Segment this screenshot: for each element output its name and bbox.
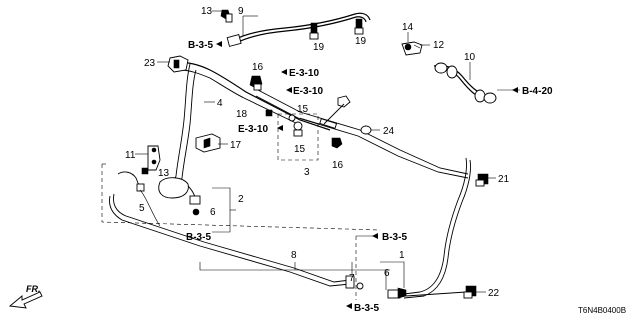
ref-b-3-5-bottom: B-3-5 bbox=[354, 303, 379, 314]
callout-13-top: 13 bbox=[201, 6, 213, 17]
callout-22: 22 bbox=[488, 288, 500, 299]
callout-8: 8 bbox=[291, 250, 297, 261]
hose-10 bbox=[433, 62, 497, 104]
callout-16-b: 16 bbox=[332, 160, 344, 171]
pipe-8 bbox=[109, 189, 351, 287]
direction-label: FR. bbox=[26, 284, 41, 294]
callout-6-b: 6 bbox=[384, 268, 390, 279]
callout-14: 14 bbox=[402, 22, 414, 33]
bracket-12-14 bbox=[401, 41, 423, 56]
pipe-center bbox=[255, 89, 469, 179]
bracket-16-a bbox=[249, 75, 263, 91]
reservoir-2 bbox=[158, 177, 201, 216]
callout-13-mid: 13 bbox=[158, 168, 170, 179]
callout-5: 5 bbox=[139, 203, 145, 214]
pipe-4 bbox=[171, 63, 215, 191]
callout-9: 9 bbox=[238, 6, 244, 17]
callout-19-b: 19 bbox=[355, 36, 367, 47]
clamp-13-top bbox=[220, 9, 233, 23]
callout-12: 12 bbox=[433, 40, 445, 51]
callout-19-a: 19 bbox=[313, 42, 325, 53]
callout-24: 24 bbox=[383, 126, 395, 137]
ref-b-3-5-top: B-3-5 bbox=[188, 40, 213, 51]
clip-19-b bbox=[354, 18, 364, 35]
fitting-7 bbox=[345, 275, 364, 290]
hose-9 bbox=[226, 12, 371, 47]
rod-24 bbox=[323, 95, 380, 135]
callout-7: 7 bbox=[349, 273, 355, 284]
hose-return bbox=[403, 157, 471, 299]
ref-e-3-10-b: E-3-10 bbox=[293, 86, 323, 97]
callout-1: 1 bbox=[399, 250, 405, 261]
group-box-3 bbox=[277, 113, 319, 161]
callout-15-b: 15 bbox=[294, 144, 306, 155]
callout-21: 21 bbox=[498, 174, 510, 185]
bracket-16-b bbox=[331, 137, 343, 149]
clip-19-a bbox=[309, 22, 319, 40]
clip-21 bbox=[475, 173, 489, 187]
ref-e-3-10-a: E-3-10 bbox=[289, 68, 319, 79]
clip-22 bbox=[463, 285, 477, 299]
diagram-code: T6N4B0400B bbox=[578, 306, 626, 315]
ref-arrow-icons bbox=[216, 41, 518, 309]
callout-15-a: 15 bbox=[297, 104, 309, 115]
callout-18: 18 bbox=[236, 109, 248, 120]
fitting-1-6 bbox=[387, 287, 407, 299]
ref-b-3-5-right: B-3-5 bbox=[382, 232, 407, 243]
bracket-11 bbox=[147, 145, 161, 171]
ref-b-4-20: B-4-20 bbox=[522, 86, 553, 97]
group-box-1 bbox=[101, 164, 381, 231]
fr-arrow-icon bbox=[8, 291, 43, 309]
fitting-5-13 bbox=[117, 167, 149, 192]
callout-3: 3 bbox=[304, 167, 310, 178]
callout-10: 10 bbox=[464, 52, 476, 63]
callout-4: 4 bbox=[217, 98, 223, 109]
ref-e-3-10-c: E-3-10 bbox=[238, 124, 268, 135]
fitting-15-18 bbox=[265, 109, 303, 137]
bracket-17 bbox=[195, 133, 221, 153]
callout-6-a: 6 bbox=[210, 207, 216, 218]
callout-2: 2 bbox=[238, 194, 244, 205]
callout-23: 23 bbox=[144, 58, 156, 69]
callout-11: 11 bbox=[125, 150, 136, 161]
callout-16-a: 16 bbox=[252, 62, 264, 73]
hose-4-upper bbox=[167, 55, 331, 131]
callout-17: 17 bbox=[230, 140, 242, 151]
ref-b-3-5-left: B-3-5 bbox=[186, 232, 211, 243]
